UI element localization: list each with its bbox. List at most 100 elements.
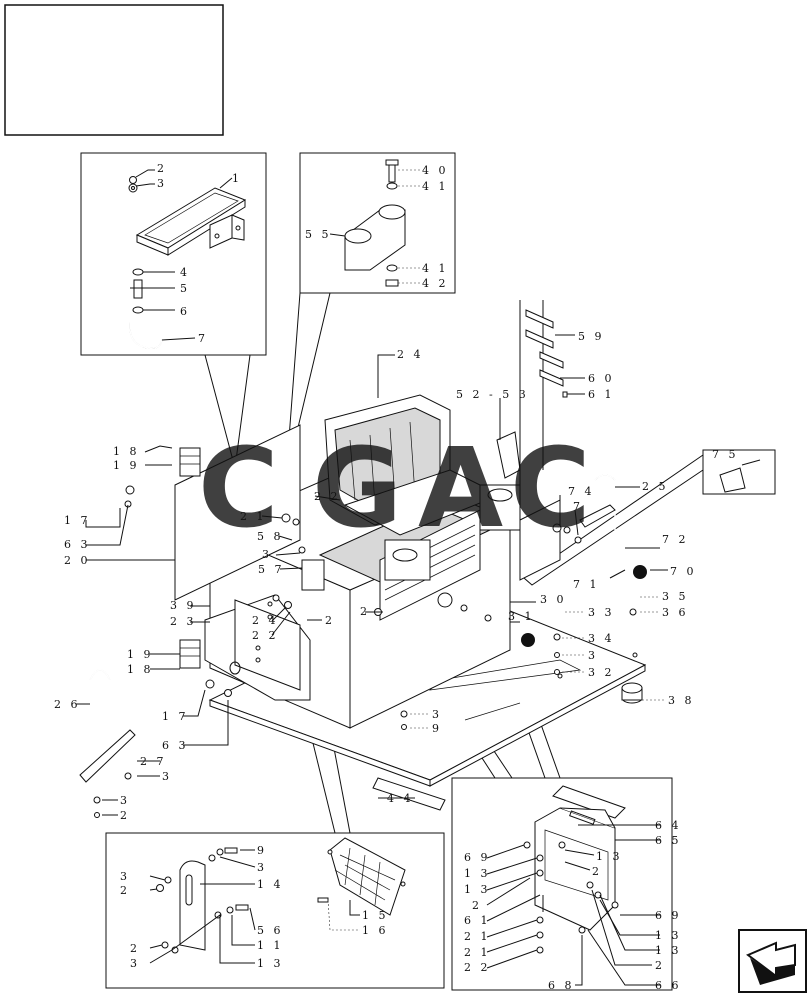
callout-36: 3 6 (662, 606, 689, 619)
cab-platform (79, 309, 776, 818)
watermark-letter-3: A (418, 424, 503, 552)
callout-18-bottom: 1 8 (127, 663, 154, 676)
callout-69-left: 6 9 (464, 851, 491, 864)
callout-72: 7 2 (662, 533, 689, 546)
callout-32: 3 2 (588, 666, 615, 679)
callout-17-bottom: 1 7 (162, 710, 189, 723)
callout-13-c: 1 3 (596, 850, 623, 863)
next-page-button[interactable] (738, 929, 807, 993)
callout-7: 7 (198, 332, 208, 345)
callout-59: 5 9 (578, 330, 605, 343)
callout-52-53: 5 2 - 5 3 (456, 388, 529, 401)
callout-1: 1 (232, 172, 242, 185)
callout-70: 7 0 (670, 565, 697, 578)
inset-spacer-group: 4 0 4 1 5 5 4 1 4 2 (299, 152, 456, 294)
callout-65: 6 5 (655, 834, 682, 847)
callout-27: 2 7 (140, 755, 167, 768)
callout-3-b: 3 (588, 649, 598, 662)
callout-2-h: 2 (130, 942, 140, 955)
inset-tray-group: 1 2 3 4 5 6 7 (80, 152, 267, 356)
callout-25: 2 5 (642, 480, 669, 493)
callout-58: 5 8 (257, 530, 284, 543)
callout-64: 6 4 (655, 819, 682, 832)
callout-19-bottom: 1 9 (127, 648, 154, 661)
callout-5: 5 (180, 282, 190, 295)
callout-2-e: 2 (592, 865, 602, 878)
callout-3-d: 3 (120, 794, 130, 807)
callout-35: 3 5 (662, 590, 689, 603)
callout-21-b: 2 1 (464, 946, 491, 959)
marker-dot-70 (633, 565, 647, 579)
callout-15: 1 5 (362, 909, 389, 922)
callout-75: 7 5 (712, 448, 739, 461)
watermark-letter-1: C (198, 424, 279, 552)
callout-13-d: 1 3 (655, 929, 682, 942)
callout-71: 7 1 (573, 578, 600, 591)
callout-4: 4 (180, 266, 190, 279)
callout-3: 3 (157, 177, 167, 190)
callout-41-top: 4 1 (422, 180, 449, 193)
callout-2-c: 2 (120, 809, 130, 822)
callout-68: 6 8 (548, 979, 575, 992)
marker-dot-31 (521, 633, 535, 647)
callout-39: 3 9 (170, 599, 197, 612)
callout-19-top: 1 9 (113, 459, 140, 472)
callout-24: 2 4 (397, 348, 424, 361)
callout-3-a: 3 (262, 548, 272, 561)
inset-pedal-group: 9 3 3 2 1 4 5 6 1 1 2 3 1 3 1 5 1 6 (105, 832, 445, 989)
callout-23: 2 3 (170, 615, 197, 628)
callout-42: 4 2 (422, 277, 449, 290)
callout-56: 5 6 (257, 924, 284, 937)
callout-9-a: 9 (432, 722, 442, 735)
callout-13-pedal: 1 3 (257, 957, 284, 970)
callout-69-right: 6 9 (655, 909, 682, 922)
callout-13-a: 1 3 (464, 867, 491, 880)
callout-3-c: 3 (162, 770, 172, 783)
callout-33: 3 3 (588, 606, 615, 619)
callout-24-side: 2 4 (252, 614, 279, 627)
callout-63-top: 6 3 (64, 538, 91, 551)
callout-21-a: 2 1 (464, 930, 491, 943)
callout-14: 1 4 (257, 878, 284, 891)
callout-22-footrest: 2 2 (464, 961, 491, 974)
callout-6: 6 (180, 305, 190, 318)
callout-11: 1 1 (257, 939, 284, 952)
callout-22-side: 2 2 (252, 629, 279, 642)
callout-9-b: 9 (257, 844, 267, 857)
callout-2: 2 (157, 162, 167, 175)
callout-61-footrest: 6 1 (464, 914, 491, 927)
callout-74: 7 4 (568, 485, 595, 498)
callout-61: 6 1 (588, 388, 615, 401)
callout-41-bottom: 4 1 (422, 262, 449, 275)
callout-40: 4 0 (422, 164, 449, 177)
callout-34: 3 4 (588, 632, 615, 645)
callout-44: 4 4 (387, 792, 414, 805)
callout-7-seat: 7 (573, 500, 583, 513)
callout-2-a: 2 (360, 605, 370, 618)
callout-30: 3 0 (540, 593, 567, 606)
watermark-logo: C G A C (198, 424, 591, 552)
callout-22-top: 2 2 (314, 490, 341, 503)
callout-26: 2 6 (54, 698, 81, 711)
callout-18-top: 1 8 (113, 445, 140, 458)
callout-13-e: 1 3 (655, 944, 682, 957)
callout-3-g: 3 (120, 870, 130, 883)
callout-21-top: 2 1 (240, 510, 267, 523)
callout-63-bottom: 6 3 (162, 739, 189, 752)
callout-60: 6 0 (588, 372, 615, 385)
title-block-box (4, 4, 224, 136)
callout-17-top: 1 7 (64, 514, 91, 527)
callout-57: 5 7 (258, 563, 285, 576)
main-callouts: 2 4 5 2 - 5 3 5 9 6 0 6 1 7 5 2 5 7 4 7 … (54, 330, 739, 822)
callout-66: 6 6 (655, 979, 682, 992)
callout-38: 3 8 (668, 694, 695, 707)
callout-3-e: 3 (432, 708, 442, 721)
callout-55: 5 5 (305, 228, 332, 241)
callout-2-g: 2 (120, 884, 130, 897)
callout-3-f: 3 (257, 861, 267, 874)
callout-20: 2 0 (64, 554, 91, 567)
watermark-letter-4: C (510, 424, 591, 552)
callout-2-d: 2 (472, 899, 482, 912)
inset-footrest-group: 6 4 6 5 6 9 1 3 1 3 2 1 3 2 6 1 2 1 2 1 … (451, 777, 682, 992)
